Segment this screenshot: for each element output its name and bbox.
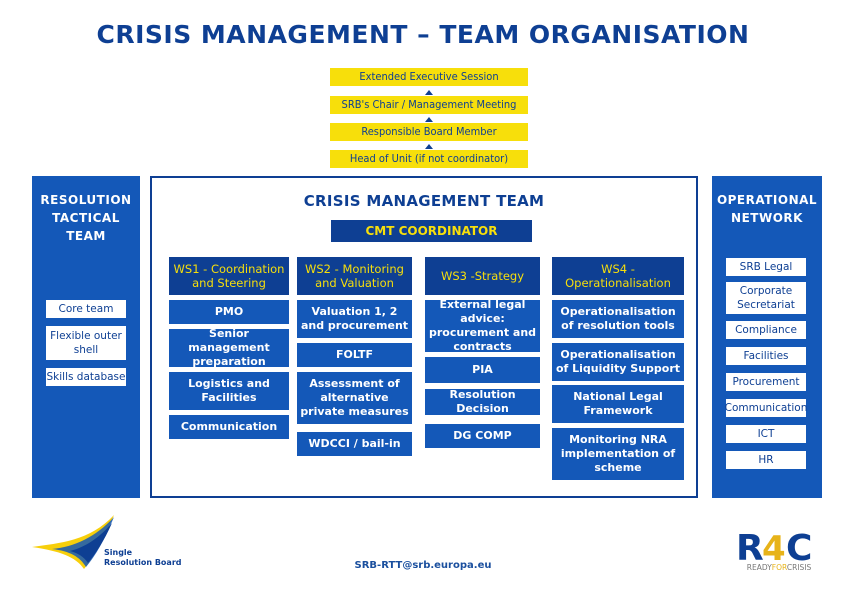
ws2-item-foltf: FOLTF [297, 343, 412, 367]
item-communication: Communication [725, 399, 807, 417]
ws4-header: WS4 - Operationalisation [552, 257, 684, 295]
ws2-item-assessment: Assessment of alternative private measur… [297, 372, 412, 424]
ws4-item-monitoring-nra: Monitoring NRA implementation of scheme [552, 428, 684, 480]
ws1-header: WS1 - Coordination and Steering [169, 257, 289, 295]
ws3-item-pia: PIA [425, 357, 540, 383]
item-skills-database: Skills database [46, 368, 126, 386]
svg-text:4: 4 [762, 529, 786, 569]
ws4-item-national-legal: National Legal Framework [552, 385, 684, 423]
ladder-arrow-icon [425, 117, 433, 122]
svg-text:R: R [736, 528, 764, 569]
cmt-coordinator: CMT COORDINATOR [331, 220, 532, 242]
ladder-chair-management-meeting: SRB's Chair / Management Meeting [330, 96, 528, 114]
ladder-arrow-icon [425, 144, 433, 149]
item-hr: HR [726, 451, 806, 469]
item-facilities: Facilities [726, 347, 806, 365]
resolution-tactical-team-panel: RESOLUTION TACTICAL TEAM Core team Flexi… [32, 176, 140, 498]
ws1-item-pmo: PMO [169, 300, 289, 324]
contact-email-link[interactable]: SRB-RTT@srb.europa.eu [354, 560, 492, 571]
ws2-item-valuation: Valuation 1, 2 and procurement [297, 300, 412, 338]
ws2-header: WS2 - Monitoring and Valuation [297, 257, 412, 295]
panel-title-line: OPERATIONAL [716, 193, 818, 207]
ws1-item-senior-management: Senior management preparation [169, 327, 289, 368]
ready-for-crisis-tagline: READYFORCRISIS [746, 563, 812, 572]
page-title: CRISIS MANAGEMENT – TEAM ORGANISATION [96, 20, 750, 49]
item-corporate-secretariat: Corporate Secretariat [726, 282, 806, 314]
svg-text:C: C [786, 528, 812, 569]
item-procurement: Procurement [726, 373, 806, 391]
item-ict: ICT [726, 425, 806, 443]
item-flexible-outer-shell: Flexible outer shell [46, 326, 126, 360]
srb-logo-text: Single Resolution Board [104, 548, 182, 567]
srb-logo-icon [32, 515, 114, 569]
ready-for-crisis-logo-icon: R 4 C [736, 528, 812, 569]
ladder-arrow-icon [425, 90, 433, 95]
item-srb-legal: SRB Legal [726, 258, 806, 276]
ws1-item-logistics: Logistics and Facilities [169, 372, 289, 410]
ws3-item-dg-comp: DG COMP [425, 424, 540, 448]
panel-title-line: TACTICAL [52, 211, 120, 225]
ladder-head-of-unit: Head of Unit (if not coordinator) [330, 150, 528, 168]
panel-title-line: TEAM [66, 229, 106, 243]
ws3-header: WS3 -Strategy [425, 257, 540, 295]
ws4-item-liquidity-support: Operationalisation of Liquidity Support [552, 343, 684, 381]
ws2-item-wdcci: WDCCI / bail-in [297, 432, 412, 456]
ws4-item-resolution-tools: Operationalisation of resolution tools [552, 300, 684, 338]
item-core-team: Core team [46, 300, 126, 318]
panel-title-line: RESOLUTION [40, 193, 132, 207]
ladder-responsible-board-member: Responsible Board Member [330, 123, 528, 141]
panel-title-line: NETWORK [731, 211, 803, 225]
ws3-item-external-legal: External legal advice: procurement and c… [425, 298, 540, 353]
cmt-title: CRISIS MANAGEMENT TEAM [303, 192, 545, 210]
ladder-extended-executive-session: Extended Executive Session [330, 68, 528, 86]
operational-network-panel: OPERATIONAL NETWORK SRB Legal Corporate … [712, 176, 822, 498]
ws3-item-resolution-decision: Resolution Decision [425, 388, 540, 415]
ws1-item-communication: Communication [169, 415, 289, 439]
item-compliance: Compliance [726, 321, 806, 339]
